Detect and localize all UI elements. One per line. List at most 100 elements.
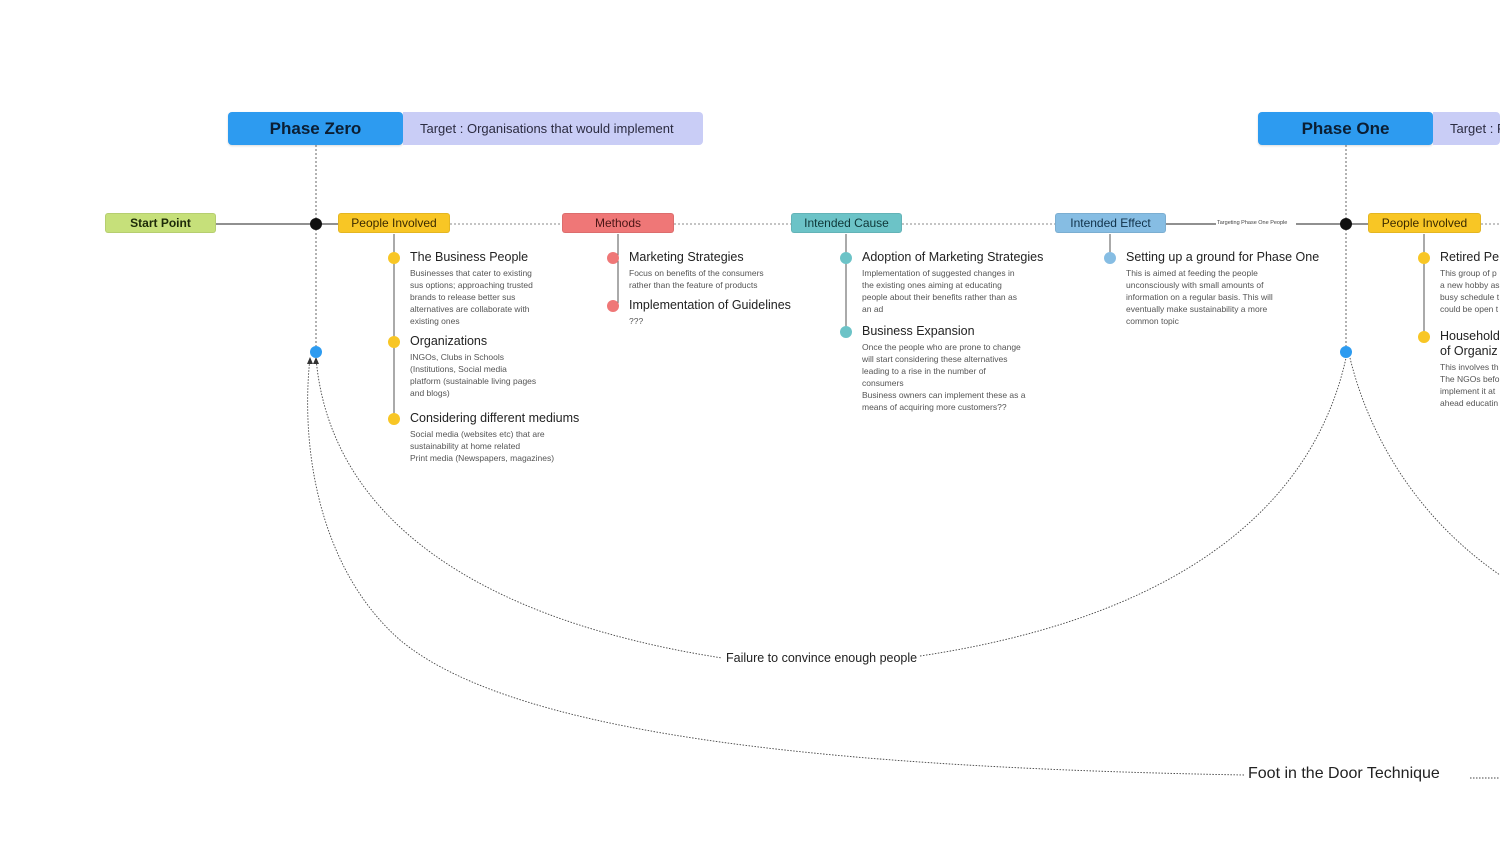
desc-line: INGOs, Clubs in Schools xyxy=(410,352,505,362)
desc-line: common topic xyxy=(1126,316,1179,326)
phase-zero-junction-dot xyxy=(310,218,322,230)
desc-line: implement it at xyxy=(1440,386,1496,396)
effect-bullet xyxy=(1104,252,1116,264)
methods-node[interactable]: Methods xyxy=(562,213,674,233)
start-point-node[interactable]: Start Point xyxy=(105,213,216,233)
desc-line: This group of p xyxy=(1440,268,1497,278)
item-description: Implementation of suggested changes in t… xyxy=(862,267,1043,315)
people-item-organizations[interactable]: Organizations INGOs, Clubs in Schools (I… xyxy=(388,334,536,399)
intended-effect-node[interactable]: Intended Effect xyxy=(1055,213,1166,233)
desc-line: means of acquiring more customers?? xyxy=(862,402,1007,412)
people-item-mediums[interactable]: Considering different mediums Social med… xyxy=(388,411,580,464)
desc-line: The NGOs befo xyxy=(1440,374,1500,384)
item-description: Focus on benefits of the consumers rathe… xyxy=(629,267,764,291)
desc-line: leading to a rise in the number of xyxy=(862,366,986,376)
item-description: This group of p a new hobby as busy sche… xyxy=(1440,267,1500,315)
failure-loop-right xyxy=(919,357,1347,657)
desc-line: an ad xyxy=(862,304,884,314)
desc-line: unconsciously with small amounts of xyxy=(1126,280,1264,290)
people-bullet xyxy=(1418,252,1430,264)
desc-line: sustainability at home related xyxy=(410,441,521,451)
item-title: Retired Pe xyxy=(1440,250,1500,264)
desc-line: Businesses that cater to existing xyxy=(410,268,532,278)
failure-loop-arrowhead xyxy=(313,357,319,364)
people-bullet xyxy=(388,336,400,348)
phase-one-target[interactable]: Target : F xyxy=(1433,112,1500,145)
item-title: Setting up a ground for Phase One xyxy=(1126,250,1320,264)
targeting-label: Targeting Phase One People xyxy=(1217,220,1288,226)
phase-one-outgoing-loop xyxy=(1349,357,1500,576)
phase-one-item-retired[interactable]: Retired Pe This group of p a new hobby a… xyxy=(1418,250,1500,315)
foot-loop-arrowhead xyxy=(307,357,313,364)
desc-line: existing ones xyxy=(410,316,460,326)
desc-line: and blogs) xyxy=(410,388,450,398)
item-description: This involves th The NGOs befo implement… xyxy=(1440,361,1500,409)
item-title-line2: of Organiz xyxy=(1440,344,1498,358)
desc-line: rather than the feature of products xyxy=(629,280,758,290)
item-description: ??? xyxy=(629,315,791,327)
desc-line: brands to release better sus xyxy=(410,292,516,302)
phase-zero-target[interactable]: Target : Organisations that would implem… xyxy=(403,112,703,145)
desc-line: ahead educatin xyxy=(1440,398,1499,408)
phase-one-loop-dot xyxy=(1340,346,1352,358)
item-title: Adoption of Marketing Strategies xyxy=(862,250,1044,264)
item-description: Businesses that cater to existing sus op… xyxy=(410,267,533,327)
desc-line: ??? xyxy=(629,316,644,326)
desc-line: Print media (Newspapers, magazines) xyxy=(410,453,555,463)
intended-cause-node[interactable]: Intended Cause xyxy=(791,213,902,233)
cause-bullet xyxy=(840,252,852,264)
item-description: INGOs, Clubs in Schools (Institutions, S… xyxy=(410,351,536,399)
method-item-marketing[interactable]: Marketing Strategies Focus on benefits o… xyxy=(607,250,764,291)
item-title: Household xyxy=(1440,329,1500,343)
people-bullet xyxy=(1418,331,1430,343)
desc-line: busy schedule t xyxy=(1440,292,1500,302)
desc-line: will start considering these alternative… xyxy=(862,354,1008,364)
people-item-business[interactable]: The Business People Businesses that cate… xyxy=(388,250,533,327)
cause-item-expansion[interactable]: Business Expansion Once the people who a… xyxy=(840,324,1025,413)
desc-line: Implementation of suggested changes in xyxy=(862,268,1015,278)
people-bullet xyxy=(388,413,400,425)
desc-line: This involves th xyxy=(1440,362,1499,372)
item-title: The Business People xyxy=(410,250,529,264)
method-item-guidelines[interactable]: Implementation of Guidelines ??? xyxy=(607,298,791,327)
desc-line: alternatives are collaborate with xyxy=(410,304,530,314)
foot-in-door-label[interactable]: Foot in the Door Technique xyxy=(1246,765,1442,783)
foot-loop-left xyxy=(307,357,1245,776)
failure-loop-left xyxy=(315,357,723,659)
methods-bullet xyxy=(607,300,619,312)
item-description: This is aimed at feeding the people unco… xyxy=(1126,267,1319,327)
desc-line: Focus on benefits of the consumers xyxy=(629,268,764,278)
item-title: Business Expansion xyxy=(862,324,975,338)
cause-bullet xyxy=(840,326,852,338)
desc-line: Business owners can implement these as a xyxy=(862,390,1026,400)
desc-line: information on a regular basis. This wil… xyxy=(1126,292,1273,302)
phase-one-title[interactable]: Phase One xyxy=(1258,112,1433,145)
item-description: Social media (websites etc) that are sus… xyxy=(410,428,579,464)
desc-line: sus options; approaching trusted xyxy=(410,280,533,290)
item-description: Once the people who are prone to change … xyxy=(862,341,1025,413)
phase-one-item-household[interactable]: Household of Organiz This involves th Th… xyxy=(1418,329,1500,409)
desc-line: platform (sustainable living pages xyxy=(410,376,537,386)
item-title: Marketing Strategies xyxy=(629,250,744,264)
desc-line: the existing ones aiming at educating xyxy=(862,280,1002,290)
desc-line: (Institutions, Social media xyxy=(410,364,507,374)
desc-line: could be open t xyxy=(1440,304,1499,314)
phase-zero-title[interactable]: Phase Zero xyxy=(228,112,403,145)
item-title: Considering different mediums xyxy=(410,411,580,425)
desc-line: Social media (websites etc) that are xyxy=(410,429,545,439)
failure-loop-label[interactable]: Failure to convince enough people xyxy=(724,651,920,665)
phase-one-junction-dot xyxy=(1340,218,1352,230)
people-involved-node[interactable]: People Involved xyxy=(338,213,450,233)
item-title: Organizations xyxy=(410,334,488,348)
desc-line: Once the people who are prone to change xyxy=(862,342,1021,352)
item-title: Implementation of Guidelines xyxy=(629,298,791,312)
desc-line: people about their benefits rather than … xyxy=(862,292,1017,302)
desc-line: a new hobby as xyxy=(1440,280,1500,290)
effect-item-ground[interactable]: Setting up a ground for Phase One This i… xyxy=(1104,250,1320,327)
cause-item-adoption[interactable]: Adoption of Marketing Strategies Impleme… xyxy=(840,250,1044,315)
people-bullet xyxy=(388,252,400,264)
people-involved-node-phase-one[interactable]: People Involved xyxy=(1368,213,1481,233)
desc-line: consumers xyxy=(862,378,904,388)
